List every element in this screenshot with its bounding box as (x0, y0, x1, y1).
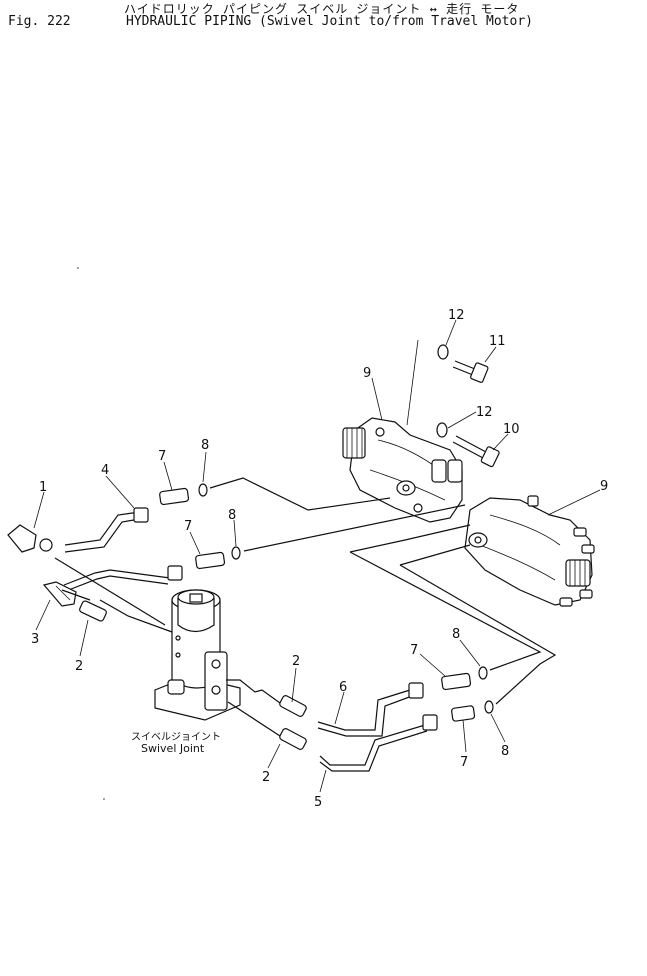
swivel-joint-caption-jp: スイベルジョイント (131, 731, 221, 743)
callout-2-low: 2 (262, 770, 270, 785)
callout-7-a: 7 (158, 449, 166, 464)
connector-7-b (195, 551, 226, 570)
tube-upper-left (63, 565, 183, 592)
callout-2-mid: 2 (292, 654, 300, 669)
speck (77, 267, 79, 269)
routing-lines (54, 477, 557, 737)
o-ring-8-c (478, 666, 488, 680)
travel-motor-lower (464, 495, 595, 607)
bolt-11 (452, 360, 489, 383)
callout-1: 1 (39, 480, 47, 495)
callouts: 1 2 2 2 3 4 5 6 7 7 7 7 8 8 8 8 9 9 10 1… (31, 308, 608, 810)
english-title: HYDRAULIC PIPING (Swivel Joint to/from T… (126, 14, 533, 29)
o-ring-8-a (198, 483, 208, 497)
callout-7-b: 7 (184, 519, 192, 534)
washer-12-upper (437, 344, 449, 360)
connector-2-left (79, 600, 107, 622)
callout-4: 4 (101, 463, 109, 478)
elbow-fitting-1 (7, 524, 53, 553)
tube-4 (64, 507, 149, 553)
callout-8-c: 8 (452, 627, 460, 642)
callout-9-upper: 9 (363, 366, 371, 381)
connector-2-low (279, 728, 307, 750)
leader-lines (33, 319, 601, 793)
callout-8-b: 8 (228, 508, 236, 523)
callout-5: 5 (314, 795, 322, 810)
swivel-joint (154, 589, 241, 721)
callout-10: 10 (503, 422, 520, 437)
fitting-3 (42, 581, 77, 607)
japanese-title: ハイドロリック パイピング スイベル ジョイント ↔ 走行 モータ (124, 2, 520, 16)
tube-5 (319, 714, 438, 772)
callout-11: 11 (489, 334, 506, 349)
swivel-joint-caption-en: Swivel Joint (141, 742, 205, 755)
connector-7-c (441, 672, 472, 691)
callout-8-a: 8 (201, 438, 209, 453)
callout-9-lower: 9 (600, 479, 608, 494)
connector-2-mid (279, 695, 307, 717)
figure-number: Fig. 222 (8, 14, 71, 29)
connector-7-d (451, 705, 476, 722)
callout-6: 6 (339, 680, 347, 695)
callout-3: 3 (31, 632, 39, 647)
callout-12-lower: 12 (476, 405, 493, 420)
washer-12-lower (436, 422, 448, 438)
travel-motor-upper (342, 339, 463, 523)
connector-7-a (159, 487, 190, 506)
bolt-10 (452, 435, 500, 468)
callout-7-d: 7 (460, 755, 468, 770)
o-ring-8-b (231, 546, 241, 560)
tube-6 (317, 682, 424, 737)
callout-12-upper: 12 (448, 308, 465, 323)
speck (103, 798, 105, 800)
o-ring-8-d (484, 700, 494, 714)
callout-2-left: 2 (75, 659, 83, 674)
callout-7-c: 7 (410, 643, 418, 658)
callout-8-d: 8 (501, 744, 509, 759)
